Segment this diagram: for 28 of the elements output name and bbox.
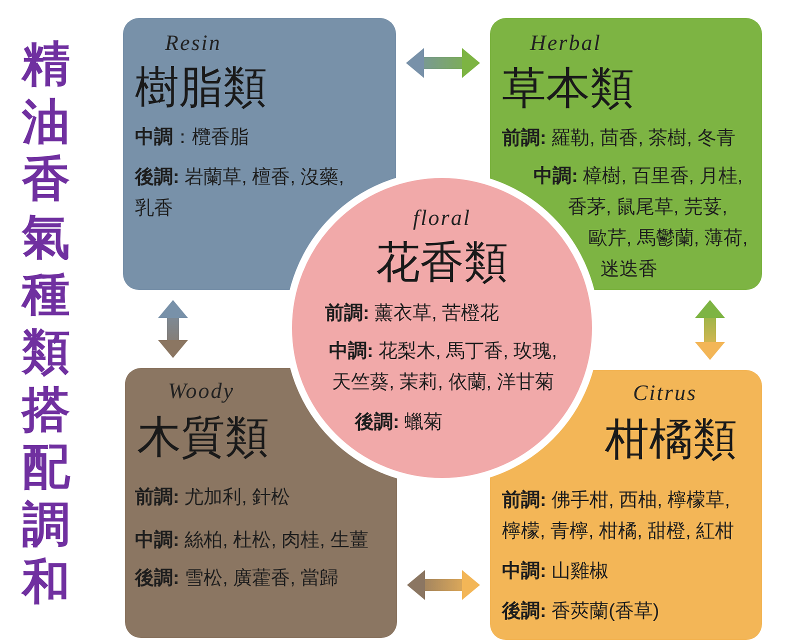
category-title: 樹脂類 xyxy=(135,63,267,113)
category-subtitle: floral xyxy=(412,205,472,231)
note-text: 中調: 絲柏, 杜松, 肉桂, 生薑 xyxy=(135,528,368,553)
note-text: 前調: 佛手柑, 西柚, 檸檬草, 檸檬, 青檸, 柑橘, 甜橙, 紅柑 xyxy=(502,488,736,544)
vertical-title: 精油香氣種類搭配調和 xyxy=(22,37,70,612)
note-text: 後調: 岩蘭草, 檀香, 沒藥, 乳香 xyxy=(135,166,346,221)
note-text: 前調: 羅勒, 茴香, 茶樹, 冬青 xyxy=(502,126,736,151)
category-title: 草本類 xyxy=(502,64,634,114)
double-arrow xyxy=(158,300,188,358)
category-subtitle: Herbal xyxy=(530,30,602,56)
note-text: 中調: 花梨木, 馬丁香, 玫瑰, 天竺葵, 茉莉, 依蘭, 洋甘菊 xyxy=(328,340,558,395)
category-subtitle: Woody xyxy=(168,378,235,404)
category-title: 木質類 xyxy=(137,413,269,463)
category-title: 柑橘類 xyxy=(605,415,737,465)
category-subtitle: Citrus xyxy=(633,380,698,406)
double-arrow xyxy=(406,48,480,78)
category-subtitle: Resin xyxy=(165,30,222,56)
double-arrow xyxy=(407,570,480,600)
note-text: 後調: 蠟菊 xyxy=(355,410,443,435)
note-text: 後調: 香莢蘭(香草) xyxy=(502,600,660,624)
note-text: 後調: 雪松, 廣藿香, 當歸 xyxy=(135,566,339,591)
note-text: 前調: 尤加利, 針松 xyxy=(135,486,290,510)
category-title: 花香類 xyxy=(375,238,509,288)
note-text: 中調: 山雞椒 xyxy=(502,560,609,584)
note-text: 前調: 薰衣草, 苦橙花 xyxy=(325,302,500,326)
note-text: 中調：欖香脂 xyxy=(135,126,249,150)
note-text: 中調: 樟樹, 百里香, 月桂, 香茅, 鼠尾草, 芫荽, 歐芹, 馬鬱蘭, 薄荷, 迷迭香 xyxy=(532,164,749,282)
double-arrow xyxy=(695,300,725,360)
